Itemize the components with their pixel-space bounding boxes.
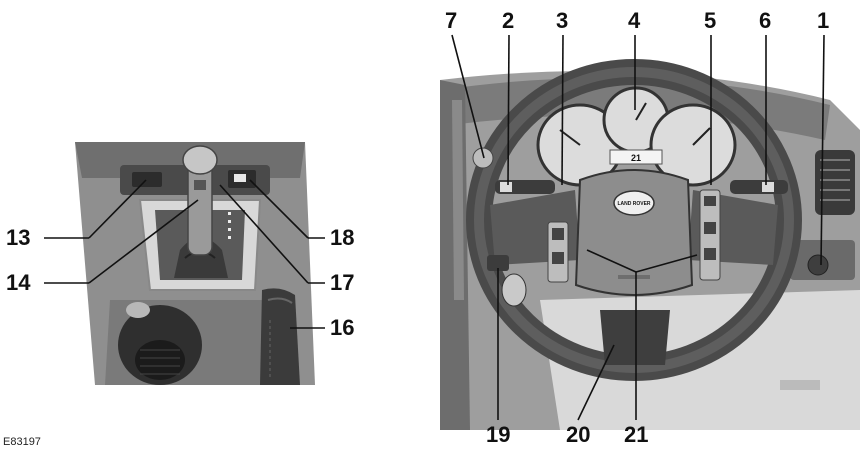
ignition-key	[487, 255, 509, 271]
figure-reference: E83197	[3, 436, 41, 448]
callout-16: 16	[330, 315, 355, 340]
callout-21: 21	[624, 422, 649, 447]
parking-brake	[260, 288, 300, 385]
land-rover-badge	[613, 190, 655, 216]
callout-6: 6	[759, 8, 772, 33]
badge-text: LAND ROVER	[617, 201, 650, 207]
gear-markers	[228, 212, 231, 239]
wheel-leader-lines	[451, 34, 825, 421]
steering-wheel-illustration: 21 LAND ROVER	[440, 34, 860, 431]
callout-7: 7	[445, 8, 458, 33]
callout-5: 5	[704, 8, 717, 33]
callout-3: 3	[556, 8, 569, 33]
callout-19: 19	[486, 422, 511, 447]
switch-13	[132, 172, 162, 187]
callout-18: 18	[330, 225, 355, 250]
callout-17: 17	[330, 270, 355, 295]
callout-14: 14	[6, 270, 31, 295]
callout-4: 4	[628, 8, 641, 33]
callout-20: 20	[566, 422, 591, 447]
callout-2: 2	[502, 8, 515, 33]
cluster-readout: 21	[631, 153, 641, 163]
right-stalk	[730, 180, 788, 194]
console-leader-lines	[44, 179, 325, 329]
callout-1: 1	[817, 8, 830, 33]
center-console-illustration	[44, 142, 325, 385]
callout-13: 13	[6, 225, 31, 250]
